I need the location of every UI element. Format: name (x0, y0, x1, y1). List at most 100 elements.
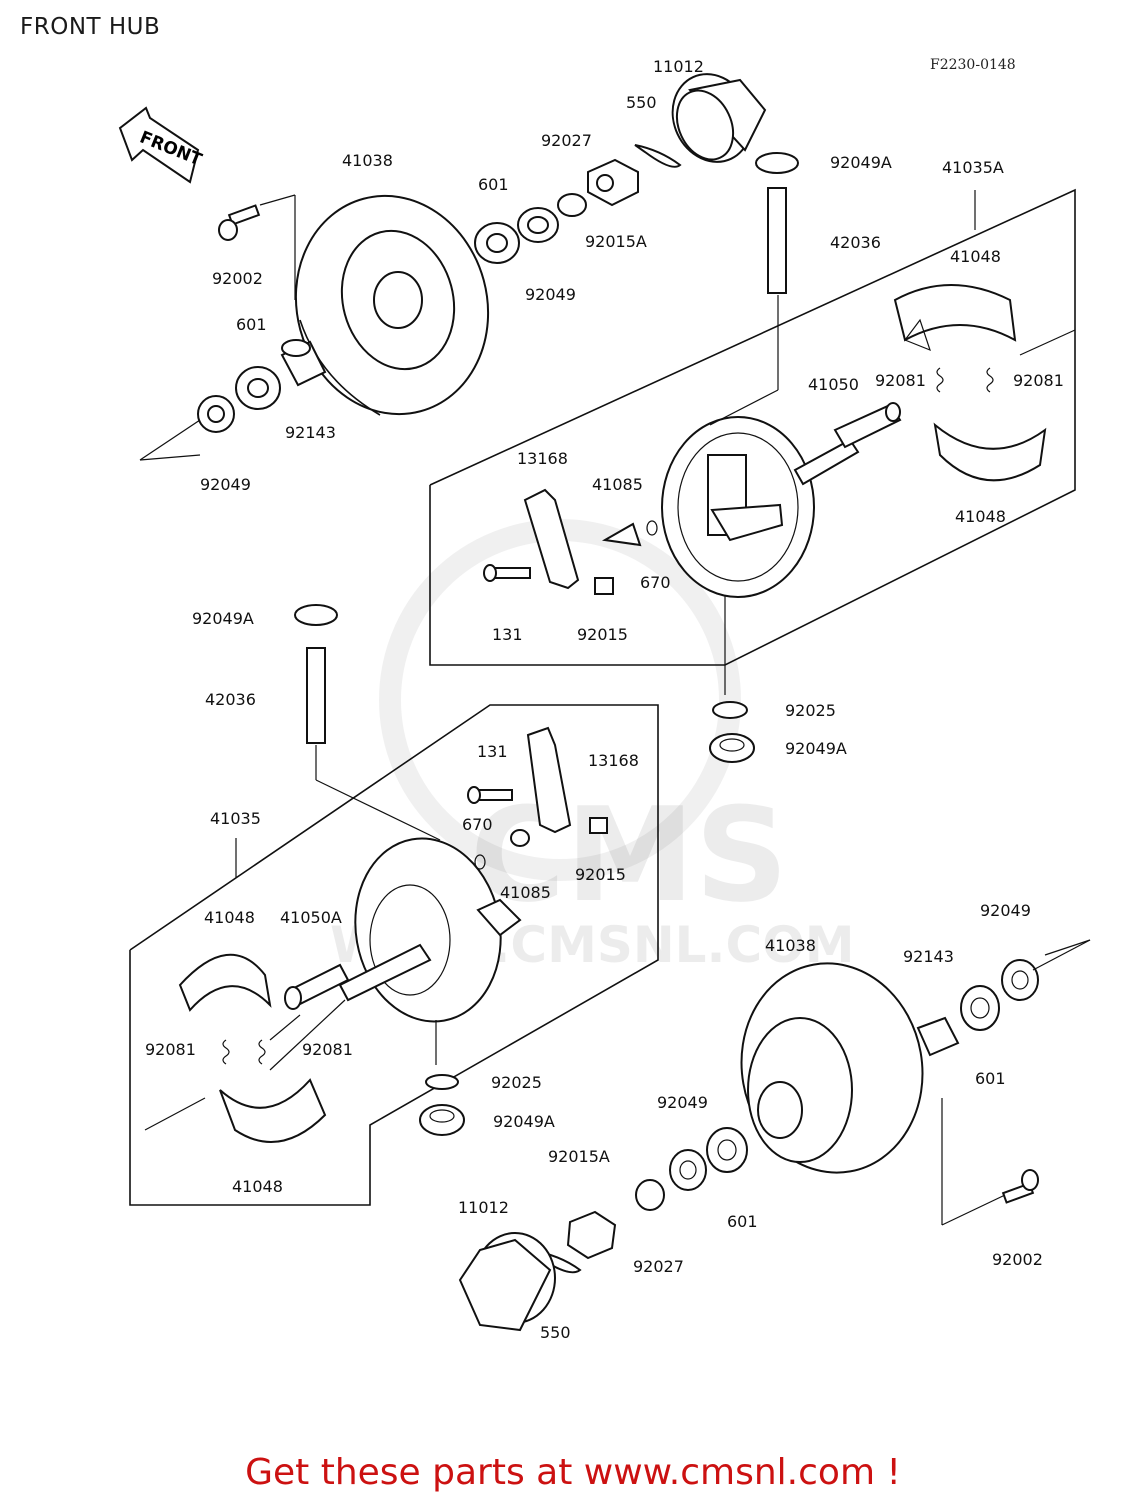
part-label: 92025 (785, 701, 836, 720)
part-label: 92025 (491, 1073, 542, 1092)
part-label: 41085 (500, 883, 551, 902)
castle-nut-92015A-lower (566, 1210, 617, 1260)
part-label: 92143 (285, 423, 336, 442)
cotter-pin-550 (634, 144, 682, 168)
part-label: 41085 (592, 475, 643, 494)
part-label: 92027 (633, 1257, 684, 1276)
part-label: 131 (477, 742, 508, 761)
part-label: 11012 (653, 57, 704, 76)
part-label: 92049A (785, 739, 847, 758)
washer-92027-lower (635, 1179, 665, 1211)
bolt-131-lower (467, 786, 513, 804)
washer-92027 (557, 193, 587, 217)
part-label: 13168 (588, 751, 639, 770)
brake-shoe-41048-top (893, 284, 1017, 352)
tube-42036-upper (767, 187, 787, 294)
part-label: 92081 (302, 1040, 353, 1059)
part-label: 92002 (212, 269, 263, 288)
assembly-frame-41035 (129, 704, 659, 1206)
castle-nut-92015A (587, 158, 639, 207)
part-label: 92049A (830, 153, 892, 172)
spacer-92143-upper (280, 339, 327, 387)
part-label: 41050 (808, 375, 859, 394)
part-label: 42036 (830, 233, 881, 252)
part-label: 670 (640, 573, 671, 592)
part-label: 92081 (1013, 371, 1064, 390)
oil-seal-92049-upper (517, 207, 559, 243)
washer-92049A-left (294, 604, 338, 626)
part-label: 92002 (992, 1250, 1043, 1269)
spacer-92143-lower (916, 1016, 960, 1057)
bolt-92002-lower (1001, 1169, 1039, 1204)
oil-seal-92049-lower (669, 1149, 707, 1191)
o-ring-670-upper (646, 520, 658, 536)
brake-drum-41038-upper (294, 194, 490, 416)
part-label: 41048 (950, 247, 1001, 266)
part-label: 601 (975, 1069, 1006, 1088)
part-label: 92015A (585, 232, 647, 251)
part-label: 41038 (342, 151, 393, 170)
part-label: 601 (478, 175, 509, 194)
part-label: 92049A (493, 1112, 555, 1131)
nut-92015-upper (594, 577, 614, 595)
bearing-601-right (960, 985, 1000, 1031)
nut-92015-lower (589, 817, 608, 834)
oil-seal-92049-left (197, 395, 235, 433)
part-label: 92081 (145, 1040, 196, 1059)
part-label: 131 (492, 625, 523, 644)
spring-92081-c (222, 1039, 230, 1065)
seal-92049A-upper (709, 733, 755, 763)
backing-plate-upper (661, 416, 815, 598)
part-label: 92015 (575, 865, 626, 884)
part-label: 41050A (280, 908, 342, 927)
bearing-601-lower (706, 1127, 748, 1173)
brake-shoe-41048-lower-bottom (219, 1078, 327, 1143)
cam-shaft-41050A (284, 943, 432, 1010)
washer-92049A-top (755, 152, 799, 174)
part-label: 41048 (232, 1177, 283, 1196)
tube-42036-lower (306, 647, 326, 744)
part-label: 92049 (657, 1093, 708, 1112)
bolt-92002-upper (218, 204, 261, 241)
o-ring-670-lower (474, 854, 486, 870)
part-label: 92081 (875, 371, 926, 390)
part-label: 92049 (980, 901, 1031, 920)
seal-92049A-lower (419, 1104, 465, 1136)
part-label: 92049 (525, 285, 576, 304)
spring-92081-d (258, 1039, 266, 1065)
indicator-41085-lower (510, 829, 530, 847)
part-label: 13168 (517, 449, 568, 468)
cam-shaft-41050 (793, 402, 902, 486)
brake-shoe-41048-bottom (933, 422, 1047, 482)
page-title: FRONT HUB (20, 14, 161, 40)
part-label: 92143 (903, 947, 954, 966)
part-label: 92015A (548, 1147, 610, 1166)
part-label: 92027 (541, 131, 592, 150)
bearing-601-upper (474, 222, 520, 264)
brake-shoe-41048-lower-top (178, 953, 272, 1012)
front-direction-arrow: FRONT (118, 106, 205, 184)
part-label: 92049A (192, 609, 254, 628)
assembly-frame-41035A (429, 188, 1076, 666)
part-label: 11012 (458, 1198, 509, 1217)
lever-13168-lower (526, 726, 572, 834)
bolt-131-upper (483, 564, 531, 582)
lever-13168-upper (523, 488, 580, 590)
spring-92081-a (936, 367, 944, 393)
diagram-code: F2230-0148 (930, 57, 1016, 73)
part-label: 41048 (204, 908, 255, 927)
part-label: 42036 (205, 690, 256, 709)
part-labels: 11012 550 92049A 41035A 41038 601 92027 … (145, 57, 1064, 1342)
part-label: 601 (727, 1212, 758, 1231)
washer-92025-upper (712, 701, 748, 719)
part-label: 41038 (765, 936, 816, 955)
part-label: 601 (236, 315, 267, 334)
washer-92025-lower (425, 1074, 459, 1090)
part-label: 550 (540, 1323, 571, 1342)
part-label: 41048 (955, 507, 1006, 526)
part-label: 550 (626, 93, 657, 112)
part-label: 670 (462, 815, 493, 834)
part-label: 41035A (942, 158, 1004, 177)
footer-link[interactable]: Get these parts at www.cmsnl.com ! (245, 1452, 901, 1493)
